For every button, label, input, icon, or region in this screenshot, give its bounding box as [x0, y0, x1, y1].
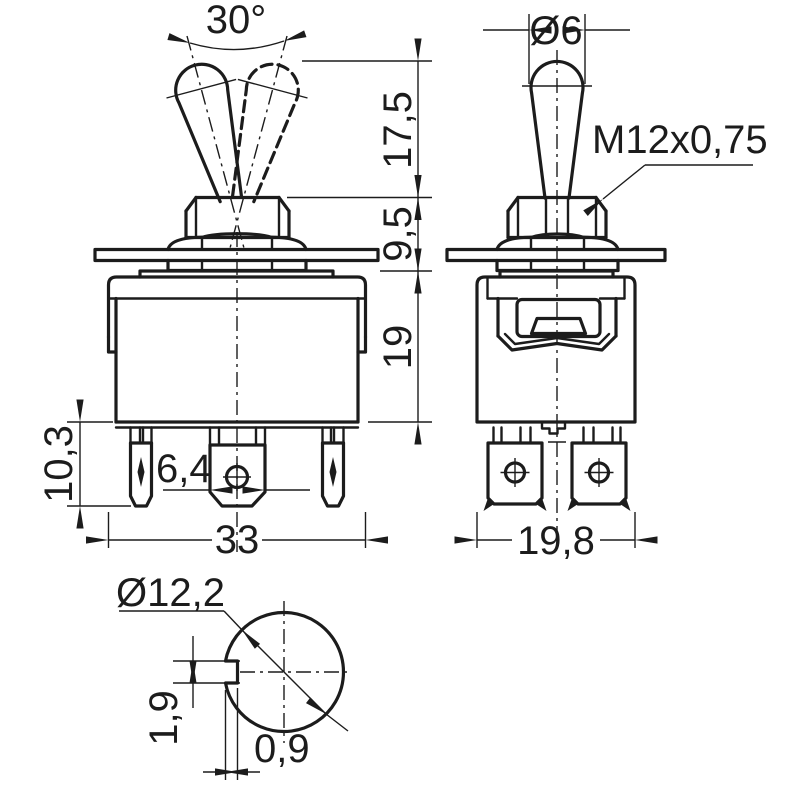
retaining-clip: [486, 296, 626, 352]
dim-bushing-height: 9,5: [376, 206, 420, 262]
thread-spec-label: M12x0,75: [592, 118, 768, 162]
dome-tick-right: [237, 78, 308, 99]
dim-terminal-length: 10,3: [37, 399, 131, 529]
dim-terminal-width: 6,4: [156, 447, 310, 494]
dim-chain-front: 17,5 9,5 19: [287, 38, 432, 445]
front-view: 30°: [37, 0, 432, 562]
body-bottom-tab: [540, 420, 567, 435]
dim-keyway-depth-label: 0,9: [254, 727, 310, 771]
bushing-nut-front: [184, 195, 291, 240]
body-platform-side: [498, 269, 615, 279]
angle-dim-arc: [167, 30, 307, 51]
dim-body-height: 19: [376, 325, 420, 370]
toggle-lever: [174, 62, 244, 204]
terminal-hole-profile: [329, 457, 337, 487]
dim-terminal-length-label: 10,3: [37, 425, 81, 503]
dim-lever-diameter: Ø6: [483, 9, 630, 84]
dim-lever-angle: 30°: [206, 0, 267, 42]
toggle-lever-side: [529, 59, 585, 200]
dim-hole-diameter: Ø12,2: [116, 571, 349, 732]
dim-keyway-width-label: 1,9: [142, 690, 186, 746]
dim-body-width-label: 33: [215, 518, 260, 562]
terminal-left: [128, 426, 154, 508]
dim-keyway-width: 1,9: [142, 636, 240, 746]
dim-hole-diameter-label: Ø12,2: [116, 571, 225, 615]
terminal-side-left: [483, 426, 547, 511]
dim-lever-height: 17,5: [376, 91, 420, 169]
dim-body-depth-label: 19,8: [517, 519, 595, 563]
terminal-hole-profile: [137, 457, 145, 487]
dome-tick-left: [166, 78, 237, 99]
dim-body-depth: 19,8: [454, 512, 658, 563]
lever-axis-left: [186, 35, 246, 251]
dim-lever-diameter-label: Ø6: [529, 9, 582, 53]
clip-window: [515, 297, 602, 339]
thread-callout: M12x0,75: [583, 118, 768, 216]
toggle-lever-alt-position: [230, 62, 300, 204]
dim-terminal-width-label: 6,4: [156, 447, 212, 491]
bottom-view: Ø12,2 1,9 0,9: [116, 571, 351, 780]
terminal-right: [320, 426, 346, 508]
mounting-hole: [223, 610, 345, 734]
side-view: Ø6 M12x0,75: [445, 9, 768, 563]
lever-axis-right: [228, 35, 288, 251]
dim-body-width: 33: [86, 512, 388, 562]
lock-washer-side: [495, 232, 620, 252]
panel-plate-side: [445, 247, 667, 263]
terminal-side-right: [567, 426, 631, 511]
clip-tab: [529, 316, 588, 336]
dim-keyway-depth: 0,9: [203, 688, 310, 780]
switch-body-side: [475, 275, 637, 424]
